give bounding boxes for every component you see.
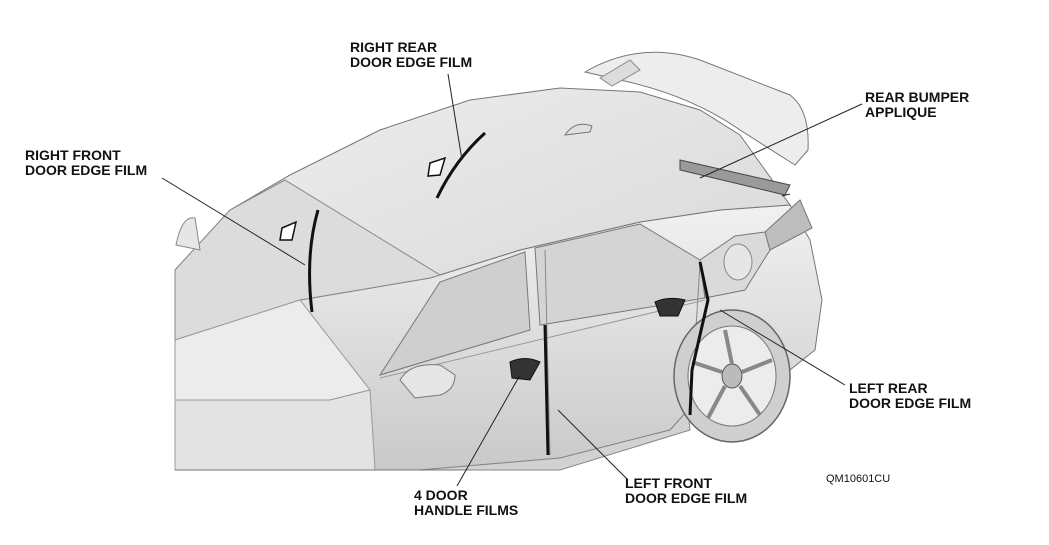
label-right-rear-door-edge-film: RIGHT REAR DOOR EDGE FILM <box>350 40 472 70</box>
handle-film-lr <box>654 297 686 317</box>
label-line: REAR BUMPER <box>865 89 970 105</box>
label-left-rear-door-edge-film: LEFT REAR DOOR EDGE FILM <box>849 381 971 411</box>
handle-film-lf <box>509 358 541 381</box>
label-right-front-door-edge-film: RIGHT FRONT DOOR EDGE FILM <box>25 148 147 178</box>
label-left-front-door-edge-film: LEFT FRONT DOOR EDGE FILM <box>625 476 747 506</box>
handle-film-rf <box>279 220 298 241</box>
fuel-door <box>723 243 753 281</box>
shark-fin-antenna <box>563 123 593 136</box>
figure-code: QM10601CU <box>826 473 891 485</box>
label-line: LEFT FRONT <box>625 475 713 491</box>
label-handle-films: 4 DOOR HANDLE FILMS <box>414 488 518 518</box>
right-rear-door-edge-film <box>435 131 487 199</box>
label-line: RIGHT FRONT <box>25 147 121 163</box>
left-rear-door-edge-film <box>688 261 710 416</box>
handle-film-rr <box>427 156 447 177</box>
leader-lines <box>161 73 863 487</box>
side-mirror <box>399 364 456 399</box>
label-line: HANDLE FILMS <box>414 502 519 518</box>
label-line: 4 DOOR <box>414 487 468 503</box>
label-line: DOOR EDGE FILM <box>849 395 972 411</box>
rear-spoiler <box>583 51 809 166</box>
right-front-door-edge-film <box>308 209 320 313</box>
label-line: DOOR EDGE FILM <box>25 162 148 178</box>
label-line: LEFT REAR <box>849 380 928 396</box>
label-rear-bumper-applique: REAR BUMPER APPLIQUE <box>865 90 969 120</box>
front-side-window <box>378 251 531 376</box>
rear-wheel <box>673 309 791 443</box>
tail-light <box>764 199 813 251</box>
label-line: RIGHT REAR <box>350 39 438 55</box>
label-line: DOOR EDGE FILM <box>350 54 473 70</box>
left-front-door-edge-film <box>543 324 550 456</box>
label-line: DOOR EDGE FILM <box>625 490 748 506</box>
label-line: APPLIQUE <box>865 104 937 120</box>
